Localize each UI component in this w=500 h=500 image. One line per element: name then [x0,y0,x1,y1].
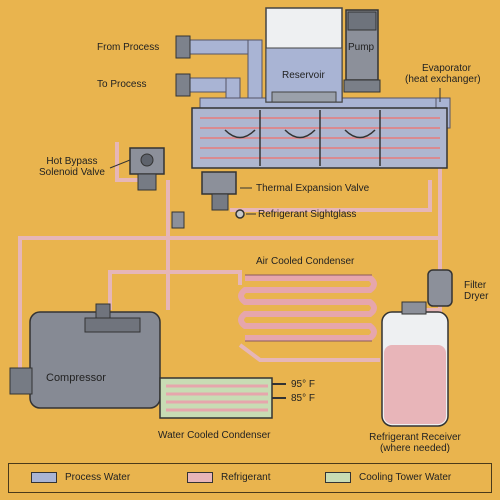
from-process-label: From Process [97,42,160,53]
to-process-label: To Process [97,79,147,90]
legend-label-refrigerant: Refrigerant [221,472,271,483]
temp-85-label: 85° F [291,393,316,404]
water-cooled-condenser-label: Water Cooled Condenser [158,430,271,441]
pump [343,9,381,93]
air-cooled-condenser-label: Air Cooled Condenser [256,256,355,267]
refrigerant-sightglass-label: Refrigerant Sightglass [258,209,357,220]
air-cooled-condenser [238,275,377,341]
hot-bypass-label: Hot Bypass [46,156,98,167]
thermal-expansion-valve-label: Thermal Expansion Valve [256,183,370,194]
evaporator-label: Evaporator [422,63,471,74]
legend-label-process-water: Process Water [65,472,131,483]
thermal-expansion-valve [201,171,237,211]
leader-lines [109,88,441,215]
bypass-service-valve [171,211,185,229]
refrigerant-line-discharge [108,270,242,310]
filter-dryer [427,269,453,307]
refrigerant-lines [18,130,442,370]
evaporator [191,107,448,169]
air-cooled-condenser-outline [245,274,372,342]
legend-swatch-refrigerant [187,472,213,483]
reservoir [265,7,343,103]
legend-swatch-cooling-tower-water [325,472,351,483]
water-cooled-condenser [159,377,286,419]
hot-bypass-sublabel: Solenoid Valve [39,167,105,178]
legend: Process Water Refrigerant Cooling Tower … [8,463,492,493]
pipe-from-process-down [247,39,263,101]
hot-bypass-valve [129,147,165,191]
compressor-label: Compressor [46,372,106,384]
pump-label: Pump [348,42,375,53]
refrigerant-receiver-sublabel: (where needed) [379,443,451,454]
refrigerant-sightglass [235,209,245,219]
evaporator-sublabel: (heat exchanger) [405,74,481,85]
refrigerant-receiver-label: Refrigerant Receiver [369,432,461,443]
compressor [9,303,161,409]
process-valves [175,35,191,97]
legend-swatch-process-water [31,472,57,483]
refrigerant-receiver [381,301,449,427]
legend-label-cooling-tower-water: Cooling Tower Water [359,472,452,483]
reservoir-label: Reservoir [282,70,325,81]
from-process-valve [175,35,191,59]
temp-95-label: 95° F [291,379,316,390]
to-process-valve [175,73,191,97]
refrigerant-line-tev [230,180,432,212]
filter-dryer-label: Filter [464,280,487,291]
refrigerant-line-condenser-out [238,343,380,362]
filter-dryer-sublabel: Dryer [464,291,489,302]
